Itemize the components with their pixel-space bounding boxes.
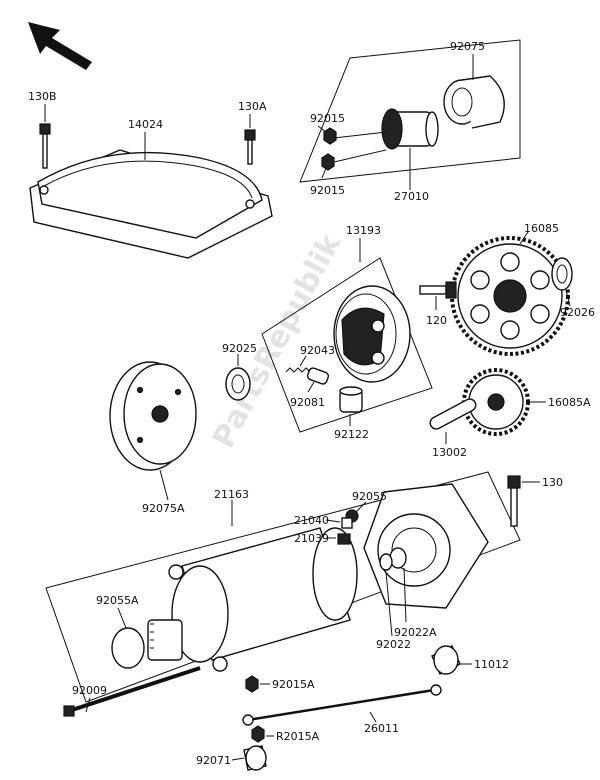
front-direction-arrow-icon bbox=[28, 22, 92, 70]
callout-130: 130 bbox=[542, 476, 563, 489]
callout-92055: 92055 bbox=[352, 490, 387, 503]
nut-92015-lower[interactable] bbox=[321, 153, 335, 171]
callout-92071: 92071 bbox=[196, 754, 231, 767]
callout-21040: 21040 bbox=[294, 514, 329, 527]
bolt-120[interactable] bbox=[419, 281, 457, 299]
callout-27010: 27010 bbox=[394, 190, 429, 203]
washer-92022[interactable] bbox=[379, 553, 393, 571]
cover-14024[interactable] bbox=[29, 149, 273, 259]
callout-11012: 11012 bbox=[474, 658, 509, 671]
callout-92015-upper: 92015 bbox=[310, 112, 345, 125]
callout-92009: 92009 bbox=[72, 684, 107, 697]
callout-92022A: 92022A bbox=[394, 626, 437, 639]
washer-92026[interactable] bbox=[551, 257, 573, 291]
callout-92075: 92075 bbox=[450, 40, 485, 53]
plate-92075A[interactable] bbox=[109, 361, 197, 471]
starter-motor-21163[interactable] bbox=[147, 527, 358, 672]
callout-13002: 13002 bbox=[432, 446, 467, 459]
group-frame-13193 bbox=[261, 257, 433, 433]
bolt-130A[interactable] bbox=[244, 129, 256, 165]
washer-92022A[interactable] bbox=[389, 547, 407, 569]
group-frame-21163 bbox=[45, 471, 521, 703]
callout-92015-lower: 92015 bbox=[310, 184, 345, 197]
watermark: PartsRepublik bbox=[206, 227, 349, 453]
holder-92075[interactable] bbox=[443, 75, 505, 129]
cap-11012[interactable] bbox=[431, 645, 461, 675]
nut-92015-upper[interactable] bbox=[323, 127, 337, 145]
bolt-130B[interactable] bbox=[39, 123, 51, 169]
brush-21040[interactable] bbox=[341, 517, 353, 529]
spring-92043[interactable] bbox=[285, 367, 311, 373]
callout-92075A: 92075A bbox=[142, 502, 185, 515]
callout-92015A-upper: 92015A bbox=[272, 678, 315, 691]
clutch-27010[interactable] bbox=[333, 108, 439, 163]
callout-16085A: 16085A bbox=[548, 396, 591, 409]
group-frame-27010 bbox=[299, 39, 521, 183]
callout-92026: 92026 bbox=[560, 306, 595, 319]
rotor-13193[interactable] bbox=[333, 285, 411, 383]
oring-92055A[interactable] bbox=[111, 627, 145, 669]
gear-16085[interactable] bbox=[450, 236, 570, 356]
callout-92122: 92122 bbox=[334, 428, 369, 441]
callout-26011: 26011 bbox=[364, 722, 399, 735]
nut-92015A-lower[interactable] bbox=[251, 725, 265, 743]
cable-26011[interactable] bbox=[242, 684, 442, 726]
callout-21163: 21163 bbox=[214, 488, 249, 501]
shaft-13002[interactable] bbox=[428, 397, 478, 431]
callout-92015A-lower: R2015A bbox=[276, 730, 320, 743]
nut-92015A-upper[interactable] bbox=[245, 675, 259, 693]
callout-130B: 130B bbox=[28, 90, 57, 103]
callout-21039: 21039 bbox=[294, 532, 329, 545]
bolt-92009[interactable] bbox=[63, 666, 201, 717]
callout-13193: 13193 bbox=[346, 224, 381, 237]
washer-92025[interactable] bbox=[225, 367, 251, 401]
bolt-130[interactable] bbox=[507, 475, 521, 527]
callout-120: 120 bbox=[426, 314, 447, 327]
pin-92081[interactable] bbox=[306, 367, 330, 385]
callout-14024: 14024 bbox=[128, 118, 163, 131]
callout-92055A: 92055A bbox=[96, 594, 139, 607]
callout-130A: 130A bbox=[238, 100, 267, 113]
callout-92081: 92081 bbox=[290, 396, 325, 409]
callout-16085: 16085 bbox=[524, 222, 559, 235]
cap-92071[interactable] bbox=[243, 745, 267, 771]
bushing-92122[interactable] bbox=[339, 386, 363, 413]
callout-92025: 92025 bbox=[222, 342, 257, 355]
spring-21039[interactable] bbox=[337, 533, 351, 545]
callout-92022: 92022 bbox=[376, 638, 411, 651]
callout-92043: 92043 bbox=[300, 344, 335, 357]
